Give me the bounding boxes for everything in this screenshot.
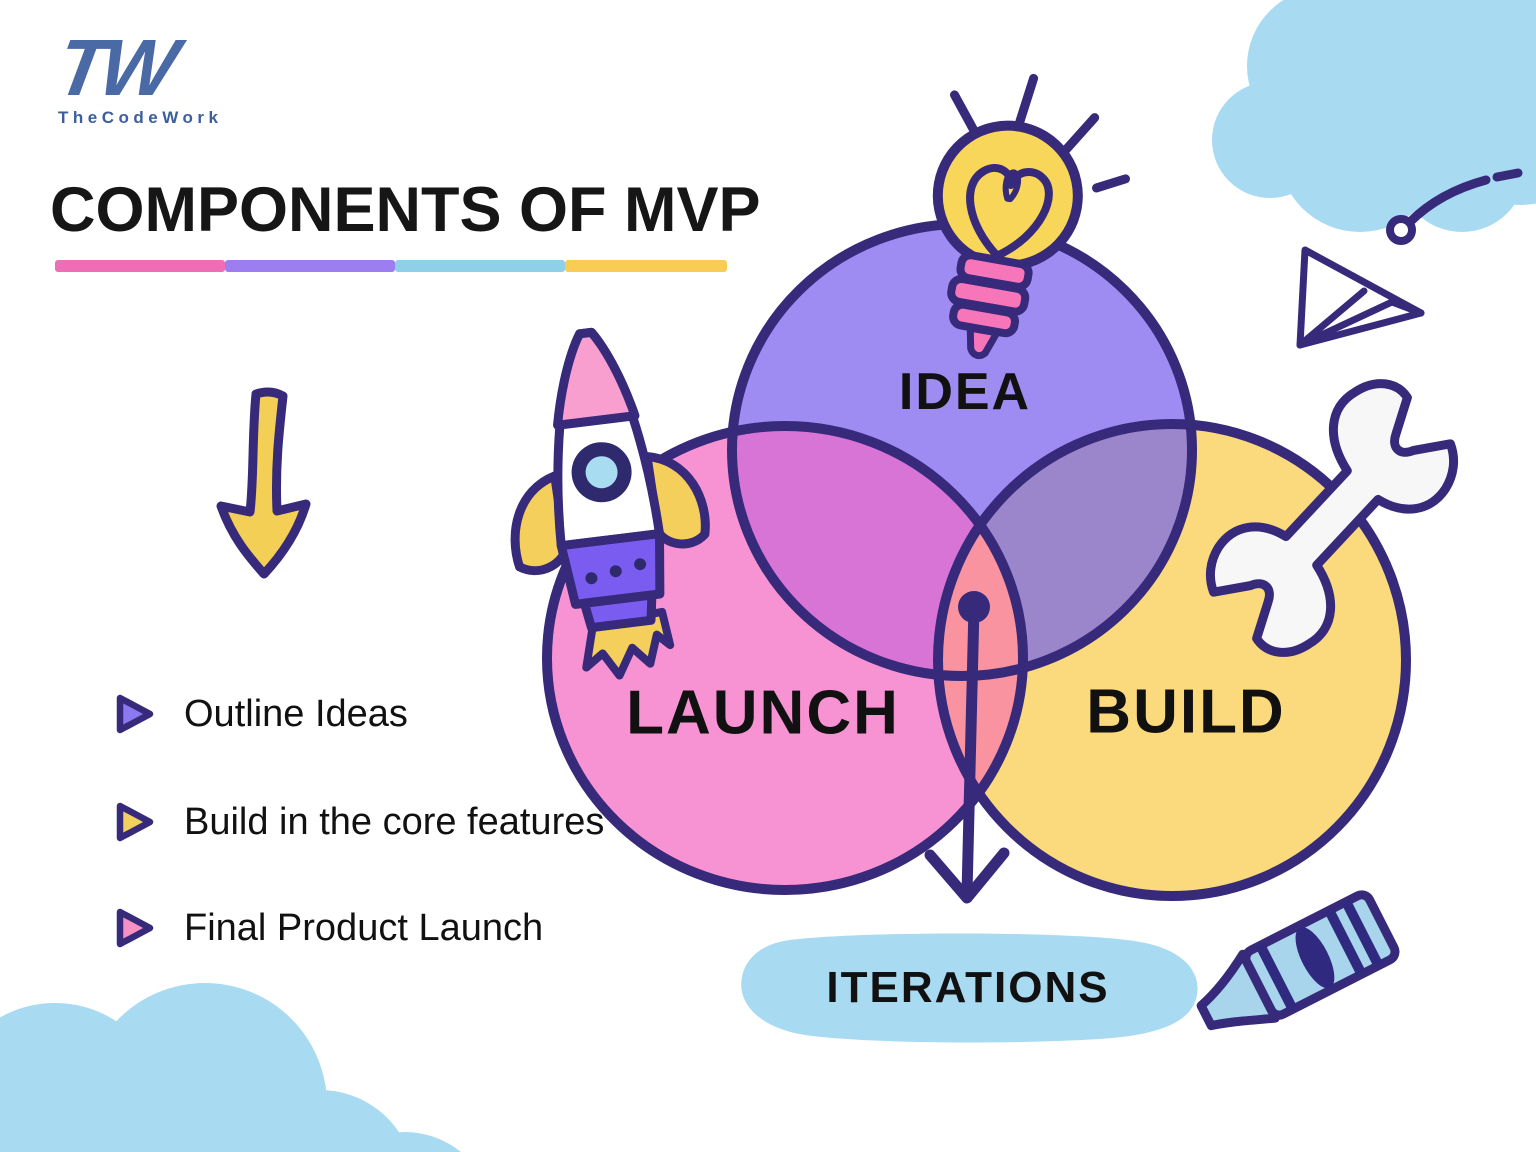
logo-name: TheCodeWork: [58, 108, 223, 127]
list-item: Outline Ideas: [112, 688, 408, 740]
logo-mark: TW: [50, 23, 179, 112]
triangle-bullet-icon: [116, 694, 154, 734]
list-item: Build in the core features: [112, 796, 604, 848]
logo: TW TheCodeWork: [50, 23, 223, 128]
list-item: Final Product Launch: [112, 902, 543, 954]
triangle-bullet-icon: [116, 908, 154, 948]
cloud-top-right: [1212, 0, 1536, 232]
page-title: COMPONENTS OF MVP: [50, 175, 761, 245]
wrench-icon: [1205, 379, 1459, 657]
iterations-blob: [741, 933, 1198, 1043]
cloud-bottom-left: [0, 983, 461, 1152]
down-arrow-icon: [216, 387, 311, 579]
title-accent-bar: [55, 260, 727, 272]
venn-label-build: BUILD: [1086, 677, 1286, 747]
bullet-label: Outline Ideas: [184, 692, 408, 735]
rocket-icon: [510, 327, 710, 680]
bullet-label: Final Product Launch: [184, 906, 544, 949]
crayon-icon: [1196, 890, 1400, 1031]
center-arrow: [924, 591, 1010, 904]
venn-label-idea: IDEA: [898, 363, 1032, 421]
bullet-label: Build in the core features: [184, 800, 605, 843]
venn-diagram: [542, 219, 1411, 901]
swoosh-doodle: [1386, 168, 1523, 245]
venn-label-launch: LAUNCH: [626, 678, 900, 748]
paper-plane-icon: [1296, 246, 1425, 349]
triangle-bullet-icon: [116, 802, 154, 842]
iterations-label: ITERATIONS: [826, 963, 1110, 1012]
light-bulb-icon: [932, 73, 1131, 360]
